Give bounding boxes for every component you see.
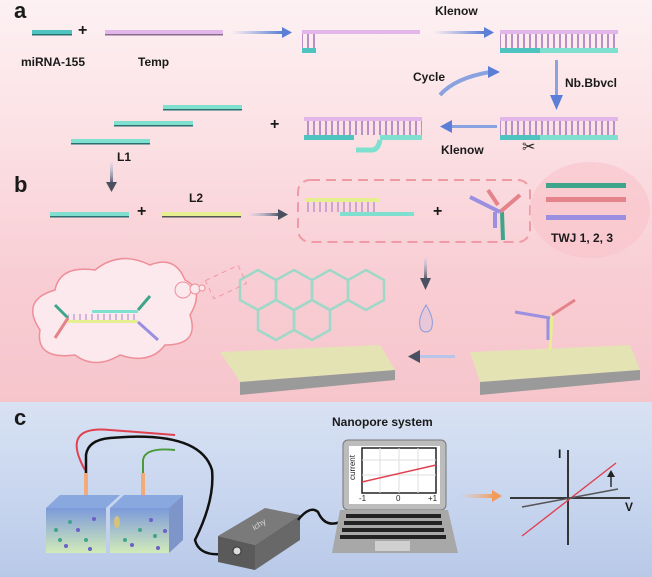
- plus-sign-b2: +: [433, 203, 443, 220]
- arrow-klenow-bottom-head: [440, 120, 452, 133]
- twj-structure: [469, 188, 522, 241]
- twj-strands: [546, 183, 626, 220]
- ions-blue: [64, 517, 167, 551]
- arrow-to-iv-head: [492, 490, 502, 502]
- arrow-b1: [250, 213, 280, 216]
- product-dashed-box: [297, 179, 531, 243]
- plus-sign-a2: +: [270, 116, 280, 133]
- iv-xlabel: V: [625, 500, 634, 514]
- iv-ylabel: I: [558, 447, 562, 461]
- l1-label: L1: [117, 150, 132, 164]
- l1-strands: [71, 105, 242, 145]
- klenow-top-label: Klenow: [435, 4, 478, 18]
- panel-label-a: a: [14, 0, 27, 23]
- panel-label-b: b: [14, 172, 28, 197]
- increase-arrow-head: [607, 470, 615, 477]
- arrow-add-down-head: [420, 278, 431, 290]
- laptop-screen-chart: [361, 447, 437, 494]
- iv-line-high: [521, 462, 617, 537]
- twj-on-substrate: [514, 298, 576, 351]
- panel-c-background: [0, 402, 652, 577]
- klenow-bottom-label: Klenow: [441, 143, 484, 157]
- plus-sign-b1: +: [137, 203, 147, 220]
- cycle-label: Cycle: [413, 70, 446, 84]
- iv-line-low: [521, 488, 619, 508]
- mirna-template-hybrid: [302, 30, 420, 53]
- arrow-add-down: [424, 258, 427, 280]
- nicked-duplex: [500, 117, 618, 140]
- twj-dimer: [53, 295, 160, 342]
- cycle-arrow-head: [488, 66, 500, 78]
- arrow-nicking-head: [550, 95, 563, 110]
- arrow-b1-head: [278, 209, 288, 220]
- template-strand: [105, 30, 223, 36]
- screen-xtick: +1: [428, 494, 438, 503]
- black-wire: [84, 435, 236, 556]
- porous-substrate-right: [470, 345, 640, 395]
- arrow-left-head: [408, 350, 420, 363]
- ions: [54, 520, 157, 542]
- iv-plot: [510, 450, 630, 545]
- cloud-bubble: [198, 284, 206, 292]
- arrow-1-head: [282, 27, 292, 38]
- electrolyte-cell: [46, 495, 183, 553]
- screen-current-line: [361, 464, 437, 483]
- arrow-left: [420, 355, 455, 358]
- cloud-bubble: [174, 281, 192, 299]
- mirna-155-label: miRNA-155: [21, 55, 86, 69]
- screen-ylabel: current: [347, 455, 357, 480]
- nanopore-system-title: Nanopore system: [332, 415, 433, 429]
- screen-xtick: 0: [396, 494, 401, 503]
- laptop-keyboard: [340, 514, 446, 539]
- panel-label-c: c: [14, 405, 27, 430]
- arrow-klenow-top: [434, 31, 484, 34]
- device-cable: [297, 508, 341, 525]
- arrow-l1-down: [110, 162, 113, 184]
- screen-xtick: -1: [359, 494, 367, 503]
- scissors-icon: ✂: [522, 139, 535, 156]
- electrode-left: [84, 473, 88, 498]
- arrow-l1-down-head: [106, 182, 117, 192]
- arrow-1: [232, 31, 282, 34]
- l2-strand: [162, 212, 241, 218]
- twj-label: TWJ 1, 2, 3: [551, 231, 614, 245]
- mirna-155-strand: [32, 30, 72, 36]
- extended-duplex: [500, 30, 618, 53]
- amplifier-device[interactable]: [218, 508, 300, 570]
- droplet-icon: [419, 304, 433, 333]
- red-wire: [75, 428, 176, 471]
- porous-substrate-left: [220, 345, 395, 395]
- hexagonal-dna-network: [238, 268, 386, 342]
- l1-l2-duplex: [305, 198, 414, 216]
- strand-displacement-duplex: [304, 117, 422, 153]
- plus-sign-a1: +: [78, 22, 88, 39]
- zoom-dashed-box: [204, 264, 248, 300]
- cloud-bubble: [189, 283, 201, 295]
- electrode-right: [141, 473, 145, 498]
- green-wire: [142, 448, 176, 487]
- arrow-klenow-top-head: [484, 27, 494, 38]
- l1-strand-b: [50, 212, 129, 218]
- arrow-to-iv: [460, 494, 495, 498]
- temp-label: Temp: [138, 55, 170, 69]
- cycle-arrow: [438, 70, 491, 97]
- arrow-klenow-bottom: [452, 125, 497, 128]
- l2-label: L2: [189, 191, 204, 205]
- nicking-enzyme-label: Nb.Bbvcl: [565, 76, 618, 90]
- arrow-nicking: [555, 60, 558, 96]
